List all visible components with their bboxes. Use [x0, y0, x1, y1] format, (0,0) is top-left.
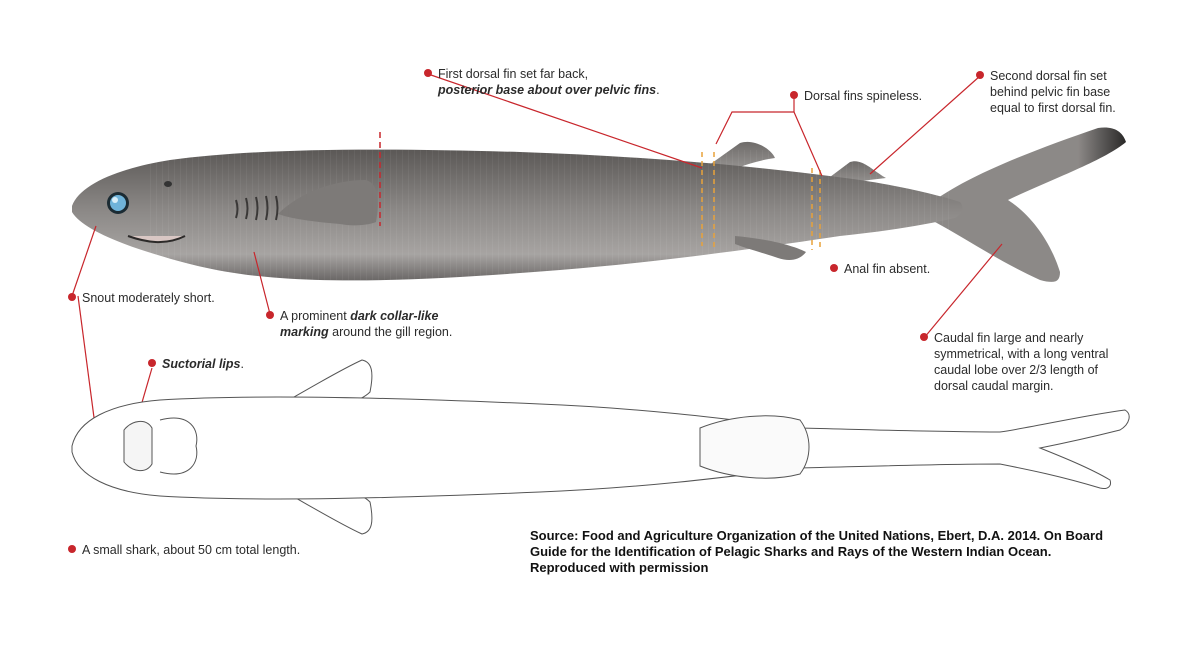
marker-dot-icon [790, 91, 798, 99]
annotation-snout: Snout moderately short. [68, 290, 215, 306]
ventral-body [71, 396, 1130, 500]
shark-mouth [127, 235, 186, 243]
marker-dot-icon [976, 71, 984, 79]
marker-dot-icon [266, 311, 274, 319]
annotation-anal-fin: Anal fin absent. [830, 261, 930, 277]
leader-lines [71, 73, 1003, 449]
marker-dot-icon [68, 545, 76, 553]
annotation-second-dorsal-fin: Second dorsal fin set behind pelvic fin … [976, 68, 1116, 116]
fin-position-guides [701, 152, 821, 250]
marker-dot-icon [830, 264, 838, 272]
annotation-caudal-fin: Caudal fin large and nearly symmetrical,… [920, 330, 1108, 394]
annotation-suctorial-lips: Suctorial lips. [148, 356, 244, 372]
source-citation: Source: Food and Agriculture Organizatio… [530, 528, 1104, 575]
marker-dot-icon [68, 293, 76, 301]
marker-dot-icon [424, 69, 432, 77]
caudal-fin [935, 127, 1126, 282]
ventral-pelvic [699, 415, 810, 479]
shark-lateral-view [72, 127, 1126, 282]
pelvic-fin [735, 236, 806, 260]
ventral-lips [123, 421, 153, 471]
annotation-dorsal-spineless: Dorsal fins spineless. [790, 88, 922, 104]
gill-slits [235, 195, 279, 221]
annotation-collar-marking: A prominent dark collar-like marking aro… [266, 308, 452, 340]
pectoral-fin [278, 180, 378, 226]
marker-dot-icon [920, 333, 928, 341]
marker-dot-icon [148, 359, 156, 367]
annotation-first-dorsal-fin: First dorsal fin set far back, posterior… [424, 66, 660, 98]
annotation-size: A small shark, about 50 cm total length. [68, 542, 300, 558]
shark-ventral-view [71, 359, 1130, 535]
